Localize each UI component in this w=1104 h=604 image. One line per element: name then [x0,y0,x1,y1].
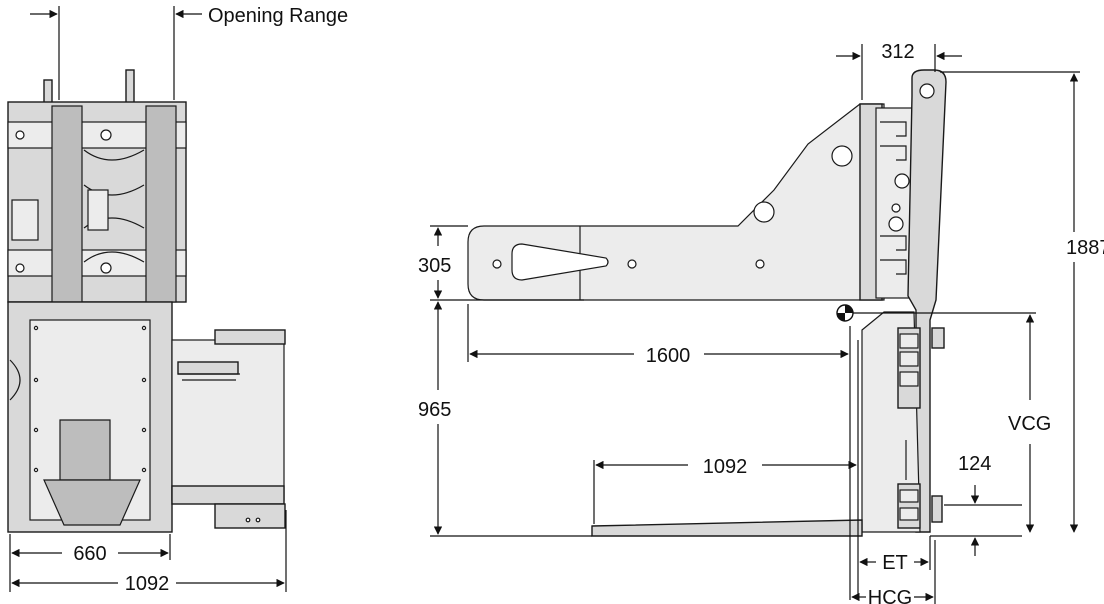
side-dim-124: 124 [930,453,1022,556]
side-dim-hcg: HCG [851,540,936,604]
dim-124-label: 124 [958,453,991,475]
upper-clamp-frame [7,101,187,303]
side-dim-et: ET [859,536,931,574]
dim-et-label: ET [882,552,908,574]
opening-range-dimension: Opening Range [30,5,348,100]
front-dim-1092: 1092 [11,510,287,595]
clamp-arm [467,103,885,301]
side-dim-vcg: VCG [853,312,1051,533]
dim-660-label: 660 [73,543,106,565]
dim-1600-label: 1600 [646,345,691,367]
dim-312-label: 312 [881,41,914,63]
side-dim-1600: 1600 [467,304,851,600]
lower-carriage [861,311,945,533]
side-dim-312: 312 [836,41,962,100]
front-dim-660: 660 [9,534,171,592]
opening-range-label: Opening Range [208,5,348,27]
top-pin-right [125,69,135,105]
dim-vcg-label: VCG [1008,413,1051,435]
dim-965-label: 965 [418,399,451,421]
center-of-gravity-icon [836,304,854,322]
side-dim-305: 305 [418,225,584,301]
side-view: 312 1887 305 1600 [418,41,1104,604]
dim-305-label: 305 [418,255,451,277]
fork-tine [591,519,863,537]
front-lower-plate [7,301,173,533]
carriage-frame [859,69,947,533]
front-view: Opening Range [7,5,348,595]
dim-1092-side-label: 1092 [703,456,748,478]
dim-1092-front-label: 1092 [125,573,170,595]
side-dim-965: 965 [418,301,592,537]
dim-1887-label: 1887 [1066,237,1104,259]
dim-hcg-label: HCG [868,587,912,604]
side-dim-1887: 1887 [940,71,1104,533]
front-side-cylinder [171,329,286,529]
side-dim-1092: 1092 [593,340,859,600]
